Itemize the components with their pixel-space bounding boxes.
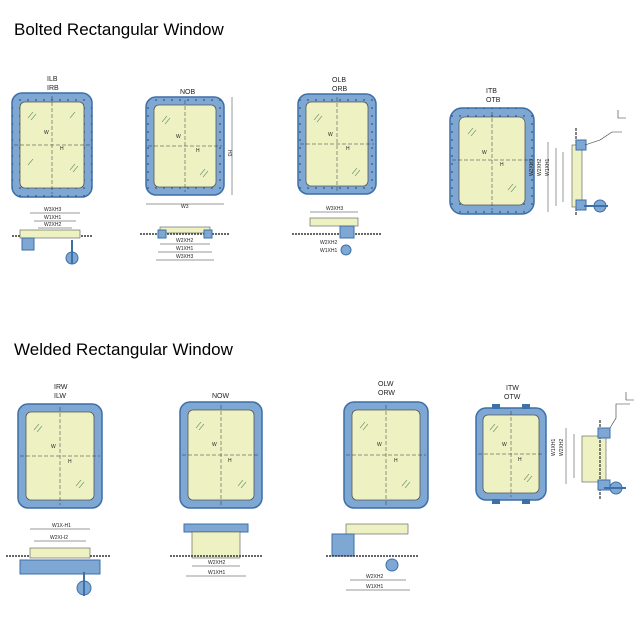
side-detail: W1XH1 W2XH2 [551,392,634,500]
dimension-label: W2XH2 [44,222,61,228]
window-olw-orw: OLW ORW W H W2XH2 W1XH1 [326,381,429,591]
height-label: H [394,458,398,464]
window-code: ITB [486,88,497,95]
welded-section-title: Welded Rectangular Window [14,340,233,359]
width-label: W [482,150,487,156]
height-label: H [196,148,200,154]
window-code: IRW [54,384,68,391]
section-detail: W2XH2 W1XH1 [170,523,262,577]
window-code: OLB [332,77,346,84]
window-code: ILW [54,393,66,400]
window-code: ORB [332,86,348,93]
dimension-label: W1X-H1 [52,523,71,529]
width-label: W [328,132,333,138]
side-detail: W3XH3 W2XH2 W1XH1 [529,110,626,216]
window-nob: NOB W H W3 H3 W2XH2 W1XH1 W3XH3 [140,89,233,261]
window-code: IRB [47,85,59,92]
dimension-label: W3XH3 [529,159,535,176]
dimension-label: W1XH1 [545,159,551,176]
dimension-label: W3XH3 [176,254,193,260]
dimension-label: W1XH1 [44,215,61,221]
dimension-label: W2XH2 [537,159,543,176]
window-code: OTB [486,97,501,104]
height-label: H [228,458,232,464]
window-itb-otb: ITB OTB W H W3XH3 W2XH2 W1XH1 [449,88,626,216]
section-detail: W2XH2 W1XH1 W3XH3 [140,226,230,261]
dimension-label: W3XH3 [44,207,61,213]
dimension-label: W2XH2 [176,238,193,244]
height-label: H [68,459,72,465]
window-irw-ilw: IRW ILW W H W1X-H1 W2XI-I2 [6,384,110,596]
dimension-label: W1XH1 [176,246,193,252]
window-code: NOW [212,393,230,400]
window-now: NOW W H W2XH2 W1XH1 [170,393,263,577]
bolted-section-title: Bolted Rectangular Window [14,20,224,39]
dimension-label: W2XH2 [208,560,225,566]
width-label: W [176,134,181,140]
width-label: W [377,442,382,448]
dimension-label: W2XI-I2 [50,535,68,541]
dimension-label: W2XH2 [559,439,565,456]
dimension-label: W1XH1 [208,570,225,576]
dimension-label: W3XH3 [326,206,343,212]
window-code: ILB [47,76,58,83]
width3-label: W3 [181,204,189,210]
height-label: H [60,146,64,152]
dimension-label: W1XH1 [366,584,383,590]
section-detail: W3XH3 W2XH2 W1XH1 [292,206,382,256]
window-code: OLW [378,381,394,388]
dimension-label: W2XH2 [366,574,383,580]
section-detail: W1X-H1 W2XI-I2 [6,523,110,596]
window-code: OTW [504,394,521,401]
section-detail: W3XH3 W1XH1 W2XH2 [12,207,92,265]
height-label: H [518,457,522,463]
height-label: H [346,146,350,152]
width-label: W [44,130,49,136]
window-code: ITW [506,385,519,392]
window-code: NOB [180,89,196,96]
width-label: W [51,444,56,450]
dimension-label: W2XH2 [320,240,337,246]
dimension-label: W1XH1 [320,248,337,254]
width-label: W [502,442,507,448]
height3-label: H3 [226,150,232,157]
window-olb-orb: OLB ORB W H W3XH3 W2XH2 W1XH1 [292,77,382,256]
height-label: H [500,162,504,168]
width-label: W [212,442,217,448]
window-code: ORW [378,390,395,397]
window-ilb-irb: ILB IRB W H W3XH3 W1XH1 W2XH2 [11,76,93,265]
window-itw-otw: ITW OTW W H W1XH1 W2XH2 [475,385,634,504]
dimension-label: W1XH1 [551,439,557,456]
section-detail: W2XH2 W1XH1 [326,523,418,591]
